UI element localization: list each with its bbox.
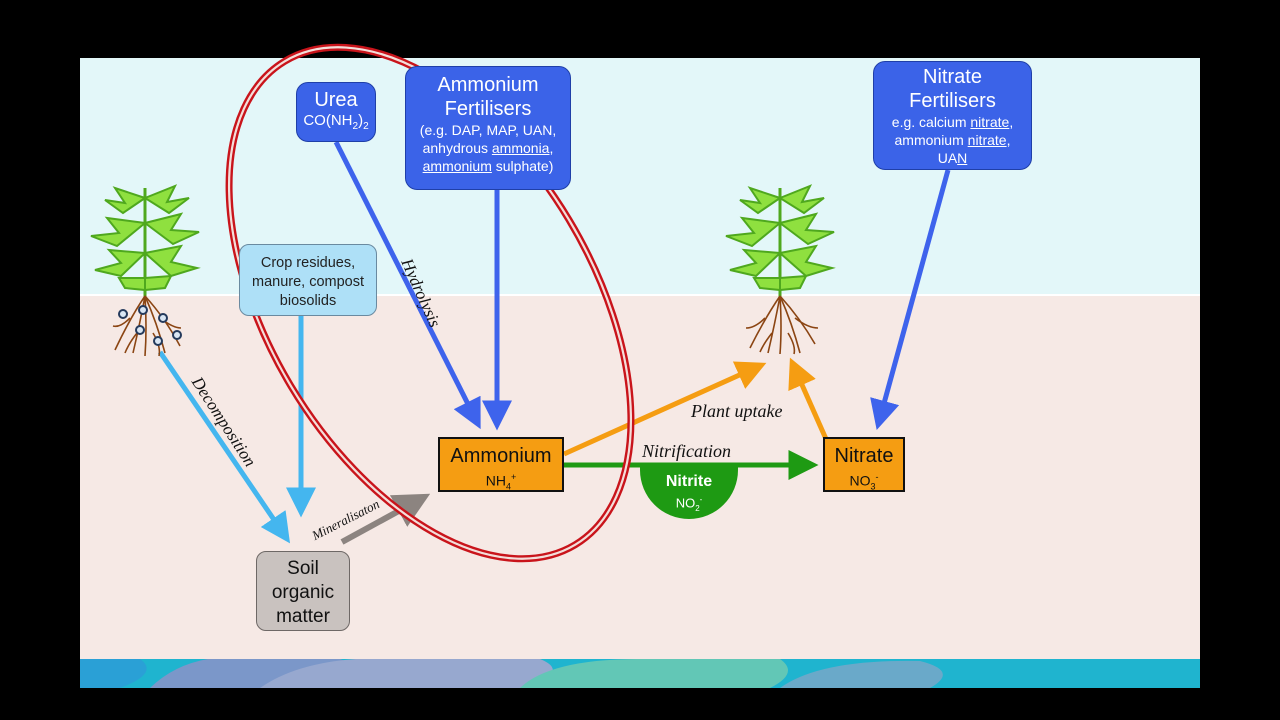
plant-uptake-label: Plant uptake: [691, 401, 783, 421]
mineralisation-arrow: [340, 493, 431, 545]
ammonium-fertilisers-title-1: Ammonium: [437, 74, 539, 96]
decorative-wave-band: [80, 659, 1200, 688]
hydrolysis-arrow: [333, 140, 481, 430]
ammonium-fertilisers-box: Ammonium Fertilisers (e.g. DAP, MAP, UAN…: [405, 66, 571, 190]
nitrate-fertilisers-title-1: Nitrate: [923, 66, 982, 88]
nitrate-fertilisers-examples-3: UAN: [937, 150, 968, 166]
urea-title: Urea: [314, 89, 358, 111]
nitrate-fertilisers-title-2: Fertilisers: [909, 90, 996, 112]
nitrate-uptake-arrow: [788, 357, 829, 441]
crop-residues-line-3: biosolids: [279, 293, 337, 309]
nitrate-box: Nitrate NO3-: [823, 437, 905, 492]
nitrate-fertilisers-examples-2: ammonium nitrate,: [894, 132, 1011, 148]
urea-formula: CO(NH2)2: [303, 112, 369, 132]
ammonium-title: Ammonium: [450, 445, 552, 467]
nitrification-label: Nitrification: [642, 441, 732, 461]
ammonium-uptake-arrow: [562, 361, 767, 457]
nitrate-title: Nitrate: [834, 445, 894, 467]
nitrate-fertilisers-box: Nitrate Fertilisers e.g. calcium nitrate…: [873, 61, 1032, 170]
nitrite-node: Nitrite NO2-: [640, 465, 738, 519]
urea-box: Urea CO(NH2)2: [296, 82, 376, 142]
crop-residues-box: Crop residues, manure, compost biosolids: [239, 244, 377, 316]
ammonium-fertilisers-examples-2: anhydrous ammonia,: [422, 140, 554, 156]
highlight-ellipse: [225, 43, 635, 563]
crop-residues-line-1: Crop residues,: [260, 255, 356, 271]
ammonium-fertilisers-title-2: Fertilisers: [444, 98, 532, 120]
nitrate-fertilisers-examples-1: e.g. calcium nitrate,: [891, 114, 1014, 130]
nitrate-formula: NO3-: [849, 472, 879, 492]
plant-middle-icon: [725, 184, 836, 355]
crop-residues-line-2: manure, compost: [251, 274, 365, 290]
soil-om-line-3: matter: [276, 606, 330, 627]
ammonium-fertilisers-examples-1: (e.g. DAP, MAP, UAN,: [419, 122, 557, 138]
nitrite-title: Nitrite: [665, 473, 713, 490]
decomposition-arrow: [157, 350, 291, 544]
nitrate-fertiliser-arrow: [870, 169, 951, 431]
soil-om-line-1: Soil: [287, 558, 319, 579]
plant-left-icon: [90, 184, 201, 357]
sky-soil-divider: [80, 294, 1200, 296]
soil-organic-matter-box: Soil organic matter: [256, 551, 350, 631]
ammonium-box: Ammonium NH4+: [438, 437, 564, 492]
soil-om-line-2: organic: [271, 582, 335, 603]
nitrite-formula: NO2-: [675, 495, 703, 513]
ammonium-formula: NH4+: [485, 472, 517, 492]
ammonium-fertilisers-examples-3: ammonium sulphate): [422, 158, 554, 174]
